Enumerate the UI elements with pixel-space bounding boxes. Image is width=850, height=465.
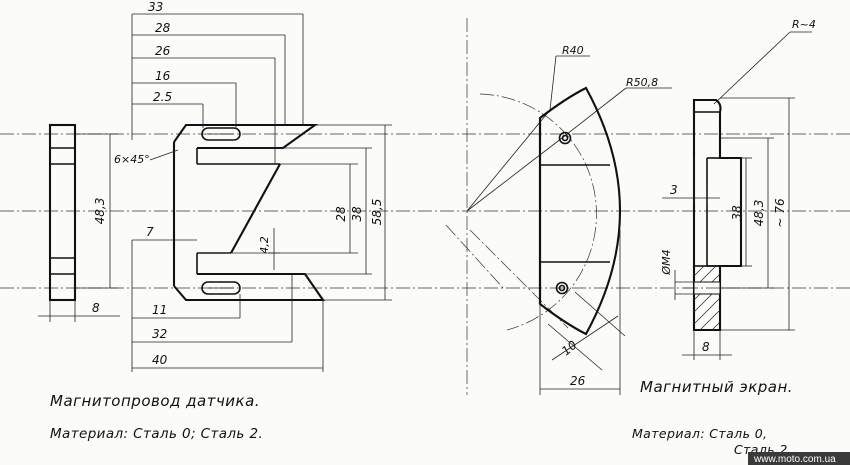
dim-7: 7 bbox=[146, 225, 154, 239]
core-bottom-dimensions bbox=[131, 228, 324, 372]
core-front-view bbox=[172, 123, 326, 302]
dim-58-5: 58,5 bbox=[370, 199, 384, 226]
dim-16: 16 bbox=[155, 69, 171, 83]
dim-38-vertical: 38 bbox=[350, 206, 364, 222]
side-view-left bbox=[38, 123, 120, 322]
center-lines bbox=[0, 18, 850, 395]
material-core: Материал: Сталь 0; Сталь 2. bbox=[50, 426, 263, 442]
section-hatching bbox=[693, 265, 721, 331]
dim-dia-m4: ØM4 bbox=[660, 249, 673, 275]
screen-side-view bbox=[662, 31, 812, 360]
dim-48-3-left: 48,3 bbox=[93, 198, 107, 225]
dim-11: 11 bbox=[152, 303, 167, 317]
material-screen-line1: Материал: Сталь 0, bbox=[632, 426, 767, 441]
dim-48-3-right: 48,3 bbox=[752, 200, 766, 227]
core-right-dimensions bbox=[197, 124, 392, 301]
watermark-badge bbox=[748, 452, 850, 465]
dim-10: 10 bbox=[559, 338, 580, 359]
dim-r4: R~4 bbox=[792, 18, 816, 31]
dim-26-bottom: 26 bbox=[570, 374, 586, 388]
dim-3: 3 bbox=[670, 183, 678, 197]
dim-28: 28 bbox=[155, 21, 171, 35]
dim-8-right: 8 bbox=[702, 340, 710, 354]
dim-8-left: 8 bbox=[92, 301, 100, 315]
dim-26: 26 bbox=[155, 44, 171, 58]
core-top-dimensions bbox=[131, 13, 304, 164]
watermark: www.moto.com.ua bbox=[753, 454, 836, 465]
dim-32: 32 bbox=[152, 327, 167, 341]
screen-front-view bbox=[466, 55, 672, 395]
dim-4-2: 4,2 bbox=[258, 236, 271, 254]
dim-r40: R40 bbox=[562, 44, 584, 57]
dim-28-vertical: 28 bbox=[334, 206, 348, 222]
dim-r50-8: R50,8 bbox=[626, 76, 658, 89]
dim-2-5: 2.5 bbox=[153, 90, 172, 104]
dim-chamfer: 6×45° bbox=[114, 153, 150, 166]
caption-magnetic-core: Магнитопровод датчика. bbox=[50, 392, 260, 410]
dim-40: 40 bbox=[152, 353, 168, 367]
caption-magnetic-screen: Магнитный экран. bbox=[640, 378, 793, 396]
dim-33: 33 bbox=[148, 0, 163, 14]
dim-38-right: 38 bbox=[730, 205, 744, 221]
dim-76: ~ 76 bbox=[773, 198, 787, 228]
